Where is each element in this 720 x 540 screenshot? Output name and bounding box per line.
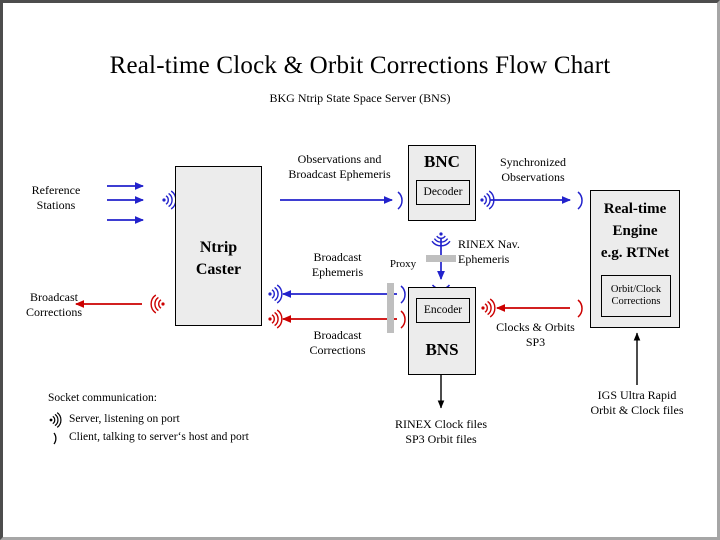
orbit-clock-corrections-box[interactable]: Orbit/Clock Corrections: [601, 275, 671, 317]
label-broadcast-ephemeris: Broadcast Ephemeris: [311, 250, 364, 279]
page-title: Real-time Clock & Orbit Corrections Flow…: [109, 52, 611, 79]
socket-client-paren-icon: [400, 285, 406, 304]
label-broadcast-corrections-mid: Broadcast Corrections: [309, 328, 366, 357]
socket-client-paren-icon: [397, 191, 403, 210]
ntrip-caster-label: Ntrip Caster: [195, 239, 242, 278]
legend-client-text: Client, talking to server‘s host and por…: [69, 430, 249, 443]
socket-server-waves-icon: [268, 309, 283, 329]
realtime-engine-label: Real-time Engine e.g. RTNet: [600, 201, 670, 261]
page-subtitle: BKG Ntrip State Space Server (BNS): [269, 91, 451, 105]
proxy-bar-horizontal: [426, 255, 456, 262]
bns-label: BNS: [425, 340, 459, 359]
label-rinex-clock-sp3-files: RINEX Clock files SP3 Orbit files: [395, 417, 487, 446]
socket-server-waves-icon: [162, 190, 177, 210]
bns-encoder-box[interactable]: Encoder: [416, 298, 470, 323]
socket-client-paren-icon: [400, 310, 406, 329]
label-synchronized-observations: Synchronized Observations: [500, 155, 566, 184]
socket-client-paren-icon: [577, 191, 583, 210]
label-igs-ultra-rapid: IGS Ultra Rapid Orbit & Clock files: [590, 388, 684, 417]
proxy-bar-vertical: [387, 283, 394, 333]
bnc-label: BNC: [424, 152, 460, 171]
legend-title: Socket communication:: [48, 392, 157, 404]
box-realtime-engine[interactable]: Real-time Engine e.g. RTNet Orbit/Clock …: [590, 190, 680, 328]
socket-server-waves-icon: [481, 298, 496, 318]
box-bnc[interactable]: BNC Decoder: [408, 145, 476, 221]
legend: Socket communication: Server, listening …: [48, 390, 338, 446]
legend-row-server: Server, listening on port: [48, 411, 338, 429]
label-observations-broadcast-ephemeris: Observations and Broadcast Ephemeris: [288, 152, 391, 181]
label-clocks-orbits-sp3: Clocks & Orbits SP3: [496, 320, 575, 349]
bnc-decoder-box[interactable]: Decoder: [416, 180, 470, 205]
socket-server-waves-icon: [480, 190, 495, 210]
box-bns[interactable]: Encoder BNS: [408, 287, 476, 375]
label-rinex-nav-ephemeris: RINEX Nav. Ephemeris: [458, 237, 520, 266]
socket-server-waves-icon: [150, 294, 165, 314]
socket-client-paren-icon: [53, 432, 57, 444]
socket-server-waves-icon: [268, 284, 283, 304]
label-reference-stations: Reference Stations: [31, 183, 81, 212]
box-ntrip-caster[interactable]: Ntrip Caster: [175, 166, 262, 326]
label-broadcast-corrections-left: Broadcast Corrections: [26, 290, 82, 319]
socket-client-paren-icon: [577, 299, 583, 318]
socket-server-waves-icon: [49, 411, 62, 428]
label-proxy: Proxy: [389, 258, 417, 270]
legend-row-client: Client, talking to server‘s host and por…: [48, 429, 338, 447]
socket-server-waves-icon: [431, 232, 451, 247]
legend-server-text: Server, listening on port: [69, 412, 180, 425]
